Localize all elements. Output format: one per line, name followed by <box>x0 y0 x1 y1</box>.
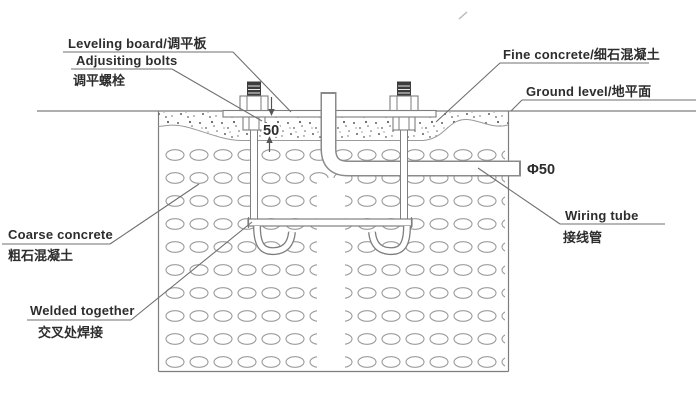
label-adjusting-bolts-en: Adjusiting bolts <box>76 53 177 68</box>
hook-left <box>253 225 296 256</box>
label-fine-concrete: Fine concrete/细石混凝土 <box>503 47 660 62</box>
concrete-pit-outline <box>157 111 510 373</box>
fine-concrete-leader <box>435 62 649 123</box>
coarse-concrete-texture <box>163 144 505 370</box>
anchor-bolt-right <box>389 81 419 222</box>
label-wiring-tube-zh: 接线管 <box>563 230 602 245</box>
wiring-tube <box>320 92 521 177</box>
label-tube-diameter: Φ50 <box>527 162 555 178</box>
leveling-board-leader <box>63 51 292 113</box>
anchor-bolt-left <box>239 81 269 222</box>
label-leveling-board: Leveling board/调平板 <box>68 36 207 51</box>
label-welded-together-en: Welded together <box>30 303 135 318</box>
welded-together-leader <box>27 221 253 321</box>
leader-lines <box>2 51 696 321</box>
lower-nut <box>242 116 266 131</box>
label-coarse-concrete-en: Coarse concrete <box>8 227 113 242</box>
lower-nut <box>392 116 416 131</box>
hook-right <box>368 225 411 256</box>
upper-nut <box>389 95 419 112</box>
label-welded-together-zh: 交叉处焊接 <box>38 325 103 340</box>
dimension-50: 50 <box>261 97 281 152</box>
label-wiring-tube-en: Wiring tube <box>565 208 639 223</box>
wiring-tube-leader <box>477 167 665 225</box>
ground-level-leader <box>510 99 696 112</box>
adjusting-bolts-leader <box>71 68 263 122</box>
upper-nut <box>239 95 269 112</box>
coarse-concrete-leader <box>2 183 200 245</box>
crossbar <box>247 217 413 228</box>
label-coarse-concrete-zh: 粗石混凝土 <box>8 248 73 263</box>
label-adjusting-bolts-zh: 调平螺栓 <box>73 73 125 88</box>
stray-mark <box>458 11 468 20</box>
label-ground-level: Ground level/地平面 <box>526 84 651 99</box>
dimension-50-value: 50 <box>263 123 279 139</box>
